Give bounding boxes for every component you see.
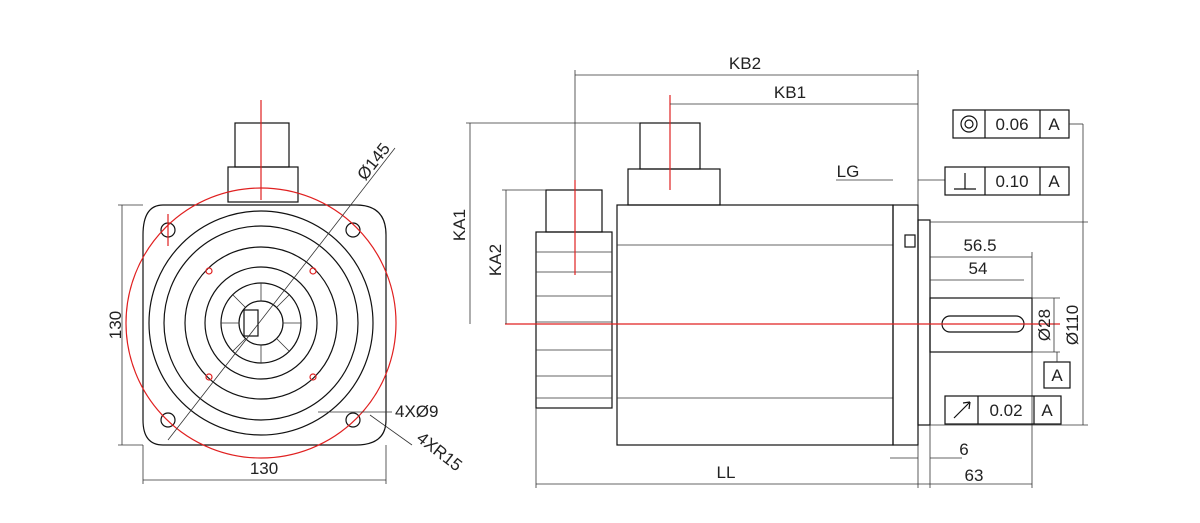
kb2-label: KB2 (729, 54, 761, 73)
tolerance-concentricity: 0.06 A (952, 109, 1084, 225)
connector-base (227, 166, 299, 203)
shaft-circle (238, 300, 284, 346)
bolt-1 (205, 267, 213, 275)
ka2-label: KA2 (486, 244, 505, 276)
kb1-label: KB1 (774, 83, 806, 102)
flange-thick-label: 6 (959, 440, 968, 459)
flange-outline (142, 204, 387, 446)
side-view: KB2 KB1 KA1 KA2 LG LL 56.5 54 Ø28 (450, 54, 1088, 488)
runout-icon (953, 401, 971, 419)
shaft (929, 297, 1033, 353)
datum-label: A (1051, 366, 1063, 385)
diameter-leader (167, 147, 396, 441)
ka1-label: KA1 (450, 209, 469, 241)
lg-label: LG (837, 162, 860, 181)
tolerance-perpendicularity: 0.10 A (944, 166, 1070, 196)
bolt-3 (205, 373, 213, 381)
bolt-circle (125, 187, 397, 459)
tolerance-runout: 0.02 A (944, 395, 1062, 425)
power-connector-base (627, 168, 721, 206)
ll-label: LL (717, 463, 736, 482)
concentricity-value: 0.06 (995, 115, 1028, 134)
shaft-dia-label: Ø28 (1035, 309, 1054, 341)
datum-marker: A (1043, 352, 1071, 389)
mount-hole-bl (160, 412, 176, 428)
concentricity-datum: A (1048, 115, 1060, 134)
front-view: 130 130 Ø145 4XØ9 4XR15 (106, 100, 466, 484)
perpendicularity-value: 0.10 (995, 172, 1028, 191)
bolt-2 (309, 267, 317, 275)
encoder-connector (545, 189, 603, 233)
encoder-housing (535, 231, 613, 409)
bolt-4 (309, 373, 317, 381)
runout-datum: A (1041, 401, 1053, 420)
holes-label: 4XØ9 (395, 402, 438, 421)
pilot (917, 219, 931, 426)
ring-3 (184, 246, 338, 400)
mount-hole-br (345, 412, 361, 428)
concentricity-icon (960, 115, 978, 133)
flange-detail (904, 234, 916, 248)
radius-leader (369, 414, 413, 446)
radius-label: 4XR15 (413, 428, 466, 475)
circle-diameter-label: Ø145 (353, 139, 394, 183)
ring-4 (204, 266, 318, 380)
shaft-inner-length: 54 (969, 259, 988, 278)
ring-2 (163, 225, 359, 421)
perpendicularity-datum: A (1048, 172, 1060, 191)
runout-value: 0.02 (989, 401, 1022, 420)
radial-slots (221, 283, 301, 363)
shaft-outer-length: 56.5 (963, 236, 996, 255)
height-label: 130 (106, 311, 125, 339)
motor-body (616, 204, 894, 446)
shaft-key (243, 309, 259, 337)
pilot-dia-label: Ø110 (1063, 305, 1082, 345)
shaft-total-label: 63 (965, 466, 984, 485)
connector-top (234, 122, 290, 168)
fins (536, 251, 612, 399)
width-label: 130 (250, 459, 278, 478)
mount-hole-tr (345, 222, 361, 238)
ring-outer (148, 210, 374, 436)
